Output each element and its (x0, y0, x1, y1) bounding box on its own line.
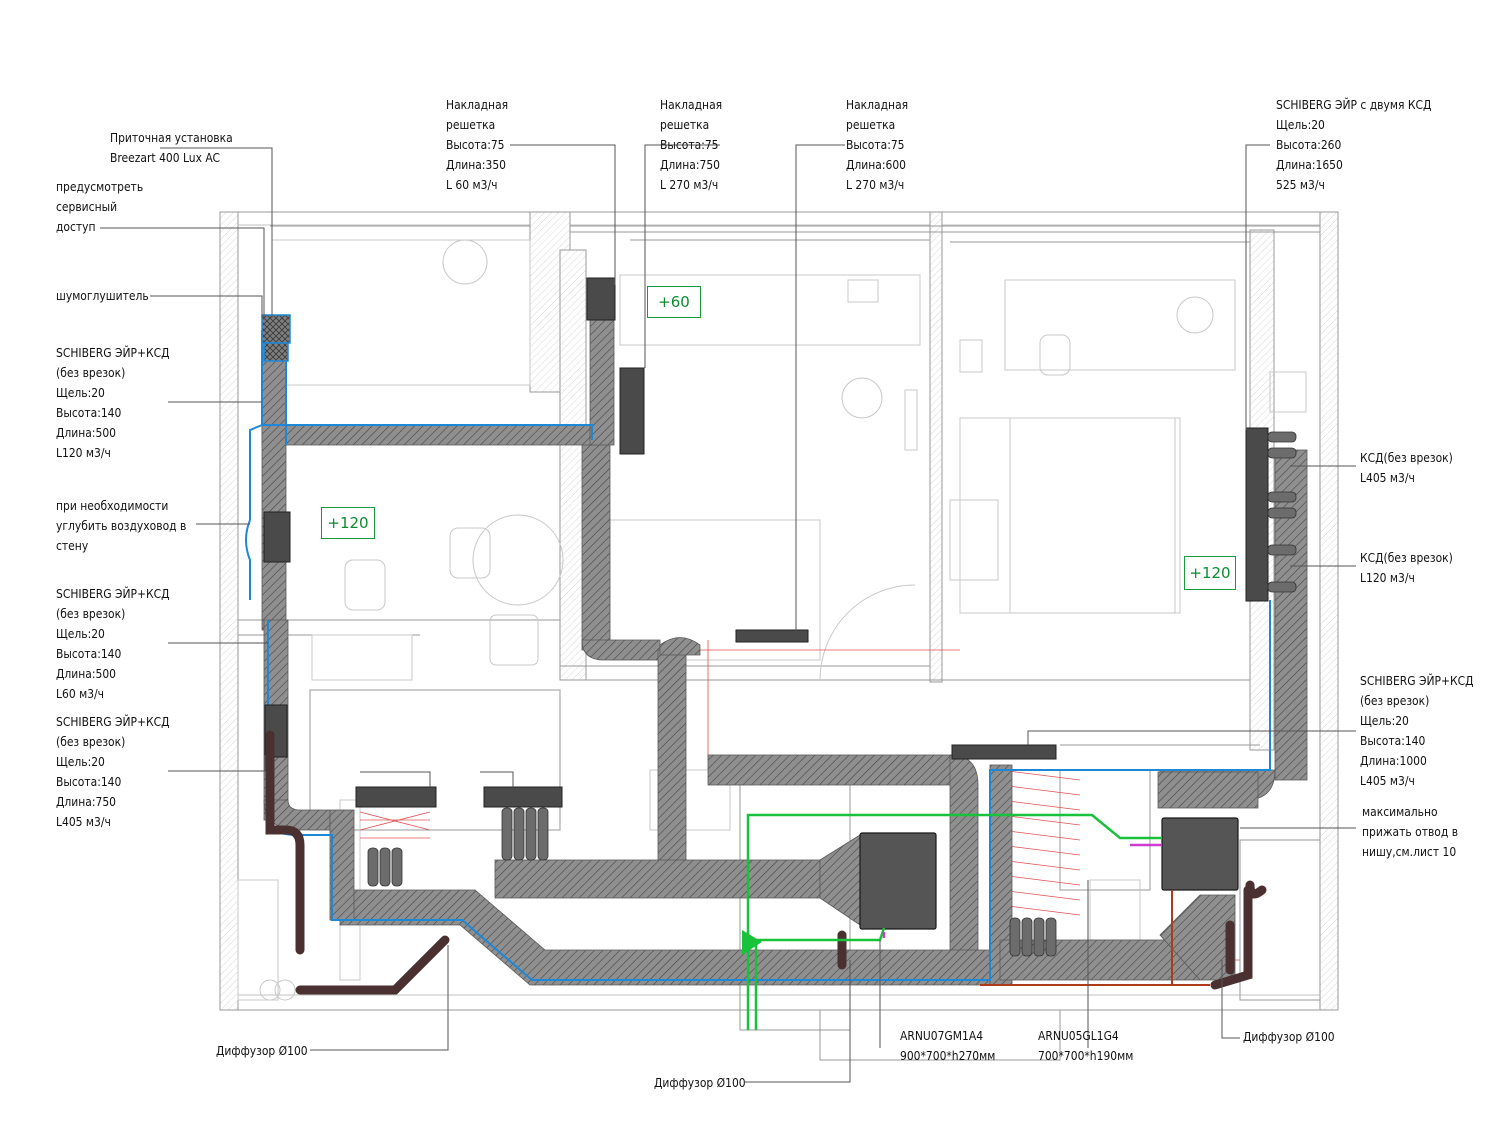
flex-ducts (367, 431, 1297, 957)
level-tag-60: +60 (647, 286, 701, 318)
label-supply-unit: Приточная установка Breezart 400 Lux AC (110, 130, 233, 165)
leader-lines (100, 144, 1356, 1083)
label-diffuser-right: Диффузор Ø100 (1243, 1029, 1335, 1044)
grilles (263, 277, 1269, 808)
label-schiberg-ksd-top: SCHIBERG ЭЙР с двумя КСД Щель:20 Высота:… (1276, 97, 1432, 192)
indoor-units (859, 817, 1239, 930)
label-grille-2: Накладная решетка Высота:75 Длина:750 L … (660, 97, 723, 192)
label-unit-1: ARNU07GM1A4 900*700*h270мм (900, 1028, 996, 1063)
label-grille-1: Накладная решетка Высота:75 Длина:350 L … (446, 97, 509, 192)
label-deepen-duct: при необходимости углубить воздуховод в … (56, 498, 187, 553)
label-schiberg-4: SCHIBERG ЭЙР+КСД (без врезок) Щель:20 Вы… (1360, 673, 1474, 788)
label-unit-2: ARNU05GL1G4 700*700*h190мм (1038, 1028, 1134, 1063)
label-schiberg-1: SCHIBERG ЭЙР+КСД (без врезок) Щель:20 Вы… (56, 345, 170, 460)
furniture (237, 239, 1307, 1001)
level-tag-120-right: +120 (1184, 556, 1236, 590)
label-diffuser-left: Диффузор Ø100 (216, 1043, 308, 1058)
label-schiberg-3: SCHIBERG ЭЙР+КСД (без врезок) Щель:20 Вы… (56, 714, 170, 829)
drain-line (980, 890, 1210, 986)
label-service-access: предусмотреть сервисный доступ (56, 179, 144, 234)
diffuser-pipes (265, 730, 1267, 995)
freon-arrow-icon (742, 930, 762, 955)
label-grille-3: Накладная решетка Высота:75 Длина:600 L … (846, 97, 909, 192)
freon-lines (746, 813, 1162, 1030)
label-diffuser-center: Диффузор Ø100 (654, 1075, 746, 1090)
label-schiberg-2: SCHIBERG ЭЙР+КСД (без врезок) Щель:20 Вы… (56, 586, 170, 701)
label-press-bend: максимально прижать отвод в нишу,см.лист… (1362, 804, 1459, 859)
label-ksd-2: КСД(без врезок) L120 м3/ч (1360, 550, 1453, 585)
main-ducts (261, 284, 1308, 986)
label-ksd-1: КСД(без врезок) L405 м3/ч (1360, 450, 1453, 485)
label-silencer: шумоглушитель (56, 288, 149, 303)
silencer-unit (261, 314, 291, 362)
level-tag-120-left: +120 (321, 507, 375, 539)
